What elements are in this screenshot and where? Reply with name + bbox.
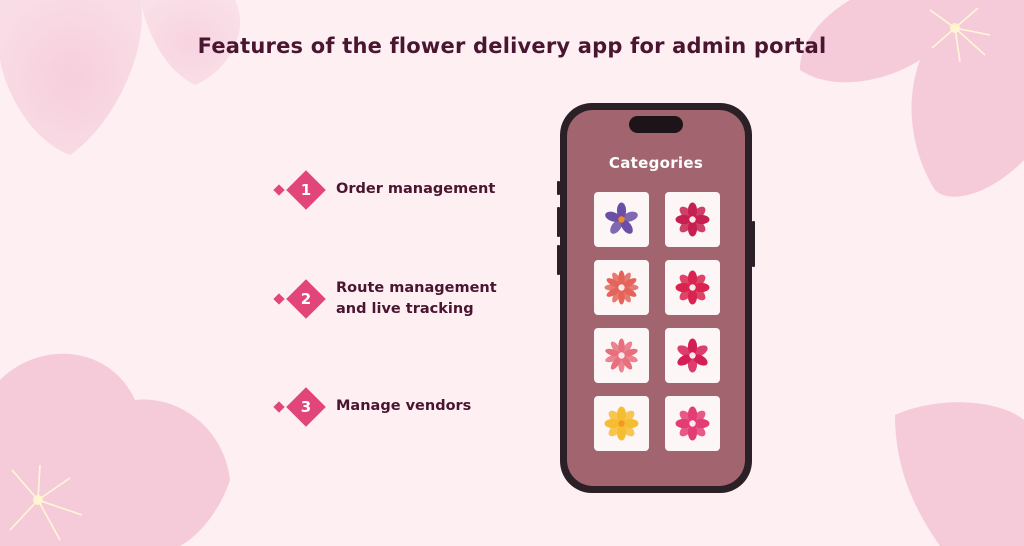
phone-notch xyxy=(629,116,683,133)
category-tile[interactable] xyxy=(594,192,649,247)
feature-label-line: Order management xyxy=(336,181,496,197)
top-right-flower-decoration xyxy=(800,0,1024,197)
yellow-flower-icon xyxy=(604,406,639,441)
feature-number: 2 xyxy=(300,290,312,308)
magenta-flower-icon xyxy=(677,338,708,373)
feature-number: 3 xyxy=(300,398,312,416)
feature-label-line: and live tracking xyxy=(336,301,474,317)
category-tile[interactable] xyxy=(665,396,720,451)
category-tile[interactable] xyxy=(594,328,649,383)
coral-flower-icon xyxy=(604,270,639,305)
phone-mockup: Categories xyxy=(557,103,755,493)
feature-badge: 1 xyxy=(272,170,332,210)
phone-side-button xyxy=(557,207,560,237)
category-tile[interactable] xyxy=(665,328,720,383)
crimson-flower-icon xyxy=(675,202,710,237)
category-tile[interactable] xyxy=(665,192,720,247)
pink-daisy-icon xyxy=(675,406,710,441)
category-tile[interactable] xyxy=(594,260,649,315)
category-tile[interactable] xyxy=(594,396,649,451)
bottom-right-petal-decoration xyxy=(895,402,1024,546)
purple-flower-icon xyxy=(605,202,638,234)
phone-side-button xyxy=(557,181,560,195)
phone-screen: Categories xyxy=(567,110,745,486)
feature-label: Order management xyxy=(336,179,495,200)
bottom-left-flower-decoration xyxy=(0,353,230,546)
phone-side-button xyxy=(752,221,755,267)
feature-badge: 3 xyxy=(272,387,332,427)
feature-number: 1 xyxy=(300,181,312,199)
pink-flower-icon xyxy=(605,338,638,373)
categories-title: Categories xyxy=(608,154,704,172)
phone-side-button xyxy=(557,245,560,275)
feature-badge: 2 xyxy=(272,279,332,319)
feature-label: Manage vendors xyxy=(336,396,471,417)
red-daisy-icon xyxy=(675,270,710,305)
feature-label-line: Manage vendors xyxy=(336,398,472,414)
feature-label-line: Route management xyxy=(336,280,497,296)
feature-label: Route management and live tracking xyxy=(336,278,497,320)
top-left-petals-decoration xyxy=(0,0,241,155)
page-title: Features of the flower delivery app for … xyxy=(197,34,827,58)
category-grid xyxy=(594,192,722,454)
category-tile[interactable] xyxy=(665,260,720,315)
